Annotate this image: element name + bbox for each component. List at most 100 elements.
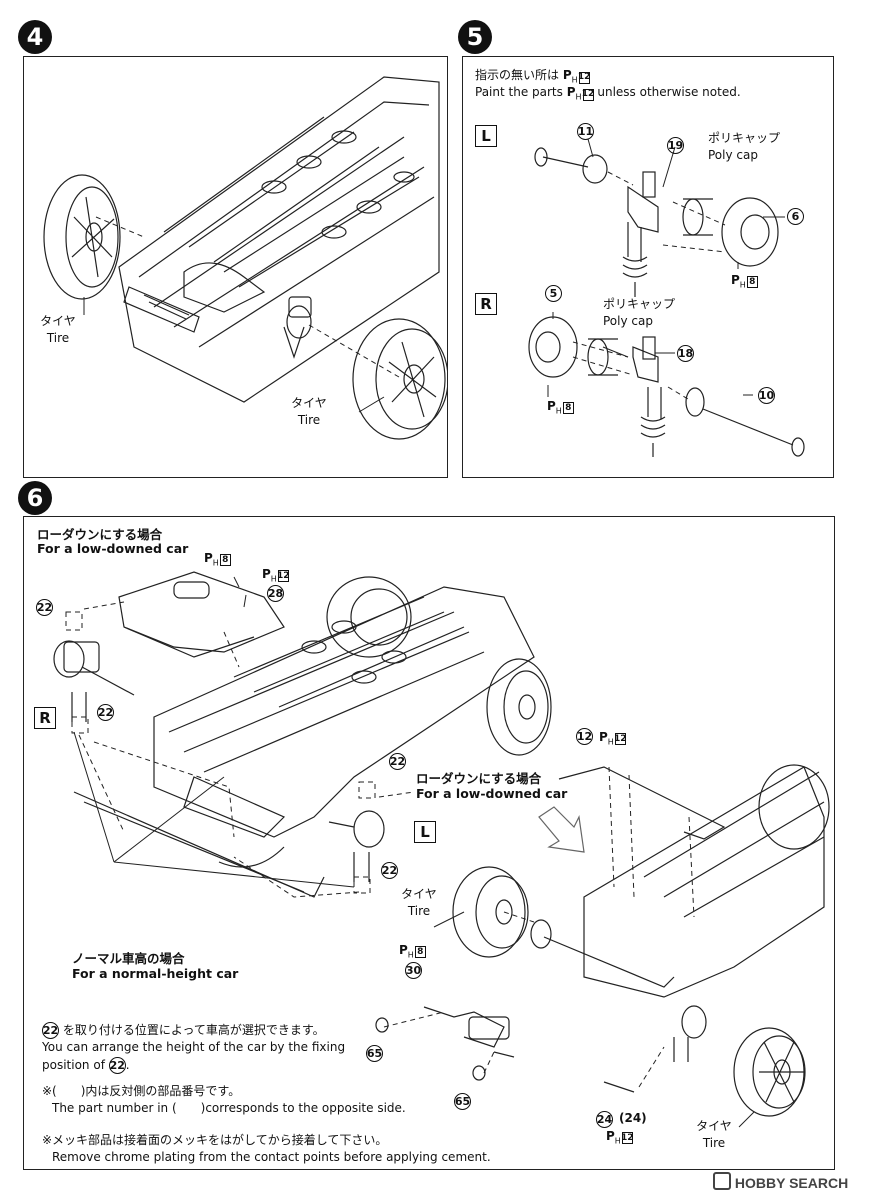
tire-bottom-en: Tire [702, 1136, 726, 1150]
paint-sub: H [212, 558, 219, 568]
part-22-c: 22 [389, 753, 406, 770]
step-4-tire-left-ja: タイヤ [40, 314, 76, 328]
part-30: 30 [405, 962, 422, 979]
part-22-d: 22 [381, 862, 398, 879]
paint-24: PH12 [606, 1129, 634, 1146]
step-4-tire-right-ja: タイヤ [291, 396, 327, 410]
lowdown-top-en: For a low-downed car [37, 541, 189, 556]
paint-sub: H [575, 92, 582, 102]
step-5-illustration [528, 138, 805, 457]
note-height-en1: You can arrange the height of the car by… [42, 1040, 346, 1054]
part-11: 11 [577, 123, 594, 140]
part-12: 12 [576, 728, 593, 745]
normal-height-en: For a normal-height car [72, 966, 239, 981]
paint-12: PH12 [599, 730, 627, 747]
step-5-paint-code-en: PH12 [566, 85, 595, 102]
paint-code: P [262, 567, 271, 581]
step-4-tire-left-en: Tire [46, 331, 70, 345]
paint-number: 12 [277, 570, 290, 582]
part-65-b: 65 [454, 1093, 471, 1110]
note-paren-en: The part number in ( )corresponds to the… [52, 1101, 406, 1115]
step-5-polycap-r-ja: ポリキャップ [603, 297, 676, 311]
part-19: 19 [667, 137, 684, 154]
paint-sub: H [270, 574, 277, 584]
step-6-side-r: R [34, 707, 56, 729]
step-5-instruction-ja-text: 指示の無い所は [475, 68, 560, 82]
note-chrome-ja: ※メッキ部品は接着面のメッキをはがしてから接着して下さい。 [42, 1133, 388, 1147]
paint-code: P [399, 943, 408, 957]
tire-mid-ja: タイヤ [401, 887, 437, 901]
lowdown-top-ja: ローダウンにする場合 [37, 527, 163, 542]
step-5-panel: 指示の無い所は PH12 Paint the parts PH12 unless… [462, 56, 834, 478]
step-5-instruction-ja: 指示の無い所は PH12 [475, 68, 590, 87]
step-4-panel: タイヤ Tire タイヤ Tire [23, 56, 448, 478]
part-24-opposite: (24) [619, 1111, 647, 1125]
step-5-number: 5 [458, 20, 492, 54]
paint-sub: H [571, 75, 578, 85]
note-part-22: 22 [42, 1022, 59, 1039]
note-height-ja: 22 を取り付ける位置によって車高が選択できます。 [42, 1022, 325, 1039]
tire-mid-en: Tire [407, 904, 431, 918]
paint-number: 8 [219, 554, 231, 566]
note-paren-ja: ※( )内は反対側の部品番号です。 [42, 1084, 241, 1098]
part-10: 10 [758, 387, 775, 404]
note-height-en2-text: position of [42, 1058, 105, 1072]
part-28: 28 [267, 585, 284, 602]
paint-number: 12 [581, 88, 595, 101]
watermark-text: HOBBY SEARCH [734, 1175, 849, 1191]
note-height-en2: position of 22. [42, 1057, 130, 1074]
step-5-polycap-l-en: Poly cap [708, 148, 758, 162]
note-height-ja-text: を取り付ける位置によって車高が選択できます。 [62, 1023, 325, 1037]
paint-number: 12 [621, 1132, 634, 1144]
lowdown-mid-en: For a low-downed car [416, 786, 568, 801]
paint-sub: H [607, 737, 614, 747]
step-5-instruction-en-prefix: Paint the parts [475, 85, 563, 99]
note-part-22-b: 22 [108, 1057, 126, 1074]
paint-sub: H [407, 950, 414, 960]
paint-28: PH12 [262, 567, 290, 584]
paint-code: P [547, 399, 556, 413]
step-4-number: 4 [18, 20, 52, 54]
watermark-logo-icon [713, 1172, 731, 1190]
tire-bottom-ja: タイヤ [696, 1119, 732, 1133]
paint-code: P [204, 551, 213, 565]
step-5-side-l: L [475, 125, 497, 147]
note-chrome-en: Remove chrome plating from the contact p… [52, 1150, 491, 1164]
part-5: 5 [545, 285, 562, 302]
paint-sub: H [555, 406, 562, 416]
paint-number: 12 [614, 733, 627, 745]
step-4-tire-right-en: Tire [297, 413, 321, 427]
watermark: HOBBY SEARCH [713, 1172, 848, 1191]
paint-code: P [731, 273, 740, 287]
step-5-polycap-r-en: Poly cap [603, 314, 653, 328]
step-4-illustration [43, 76, 447, 440]
step-5-side-r: R [475, 293, 497, 315]
part-65-a: 65 [366, 1045, 383, 1062]
paint-number: 8 [562, 402, 574, 414]
part-6: 6 [787, 208, 804, 225]
paint-code: P [599, 730, 608, 744]
lowdown-mid-ja: ローダウンにする場合 [416, 771, 542, 786]
paint-sub: H [614, 1136, 621, 1146]
step-6-side-l: L [414, 821, 436, 843]
part-22-b: 22 [97, 704, 114, 721]
step-5-instruction-en-suffix: unless otherwise noted. [597, 85, 741, 99]
normal-height-ja: ノーマル車高の場合 [72, 951, 185, 966]
paint-number: 12 [577, 71, 591, 84]
paint-sub: H [739, 280, 746, 290]
step-4-number-text: 4 [26, 23, 44, 51]
paint-code: P [606, 1129, 615, 1143]
step-5-paint-code-ja: PH12 [562, 68, 591, 85]
step-6-number-text: 6 [26, 484, 44, 512]
part-18: 18 [677, 345, 694, 362]
paint-code: P [562, 68, 572, 82]
step-6-number: 6 [18, 481, 52, 515]
part-24: 24 [596, 1111, 613, 1128]
paint-code: P [566, 85, 576, 99]
paint-number: 8 [746, 276, 758, 288]
